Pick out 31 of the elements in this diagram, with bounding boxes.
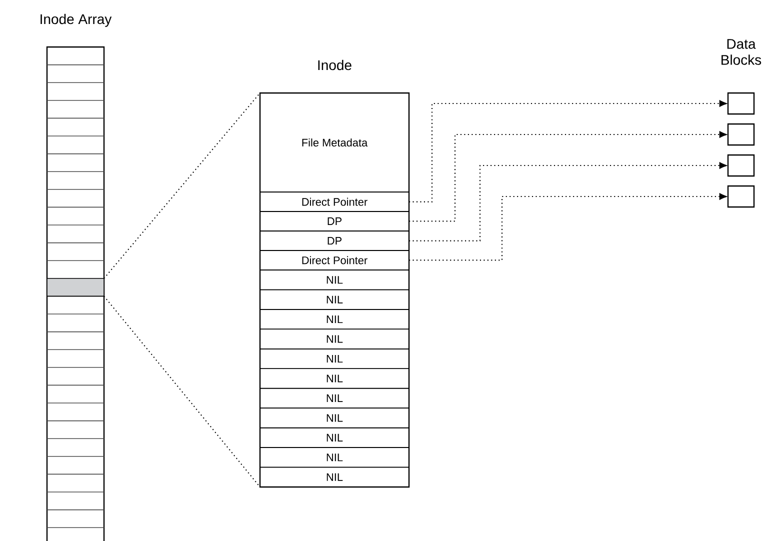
highlighted-cell <box>46 278 104 297</box>
table-cell: NIL <box>260 388 410 408</box>
data-block <box>727 123 755 146</box>
data-block <box>727 92 755 115</box>
table-cell: DP <box>260 211 410 232</box>
table-cell: DP <box>260 230 410 251</box>
inode-array: Inode Array <box>40 14 112 541</box>
table-cell: NIL <box>260 408 410 428</box>
table-cell: NIL <box>260 447 410 468</box>
table-cell: NIL <box>260 289 410 310</box>
table-cell: NIL <box>260 348 410 370</box>
table-cell: NIL <box>260 466 410 488</box>
table-cell: NIL <box>260 270 410 290</box>
data-block <box>727 154 755 177</box>
table-cell: Direct Pointer <box>260 192 410 212</box>
table-cell: NIL <box>260 368 410 389</box>
pointer-arrow <box>409 192 728 261</box>
data-block <box>727 185 755 208</box>
pointer-arrow <box>409 130 728 222</box>
node-label: Inode Array <box>40 14 112 27</box>
table-cell: Direct Pointer <box>260 250 410 270</box>
table-cell: NIL <box>260 328 410 350</box>
column-heading: Data Blocks <box>722 39 762 65</box>
zoom-line <box>104 92 260 279</box>
table-cell: NIL <box>260 309 410 330</box>
pointer-arrow <box>409 162 728 242</box>
pointer-arrow <box>409 100 728 202</box>
table-cell: NIL <box>260 427 410 448</box>
node-label: Inode <box>318 60 352 70</box>
zoom-line <box>104 296 260 488</box>
metadata-cell: File Metadata <box>260 92 410 192</box>
